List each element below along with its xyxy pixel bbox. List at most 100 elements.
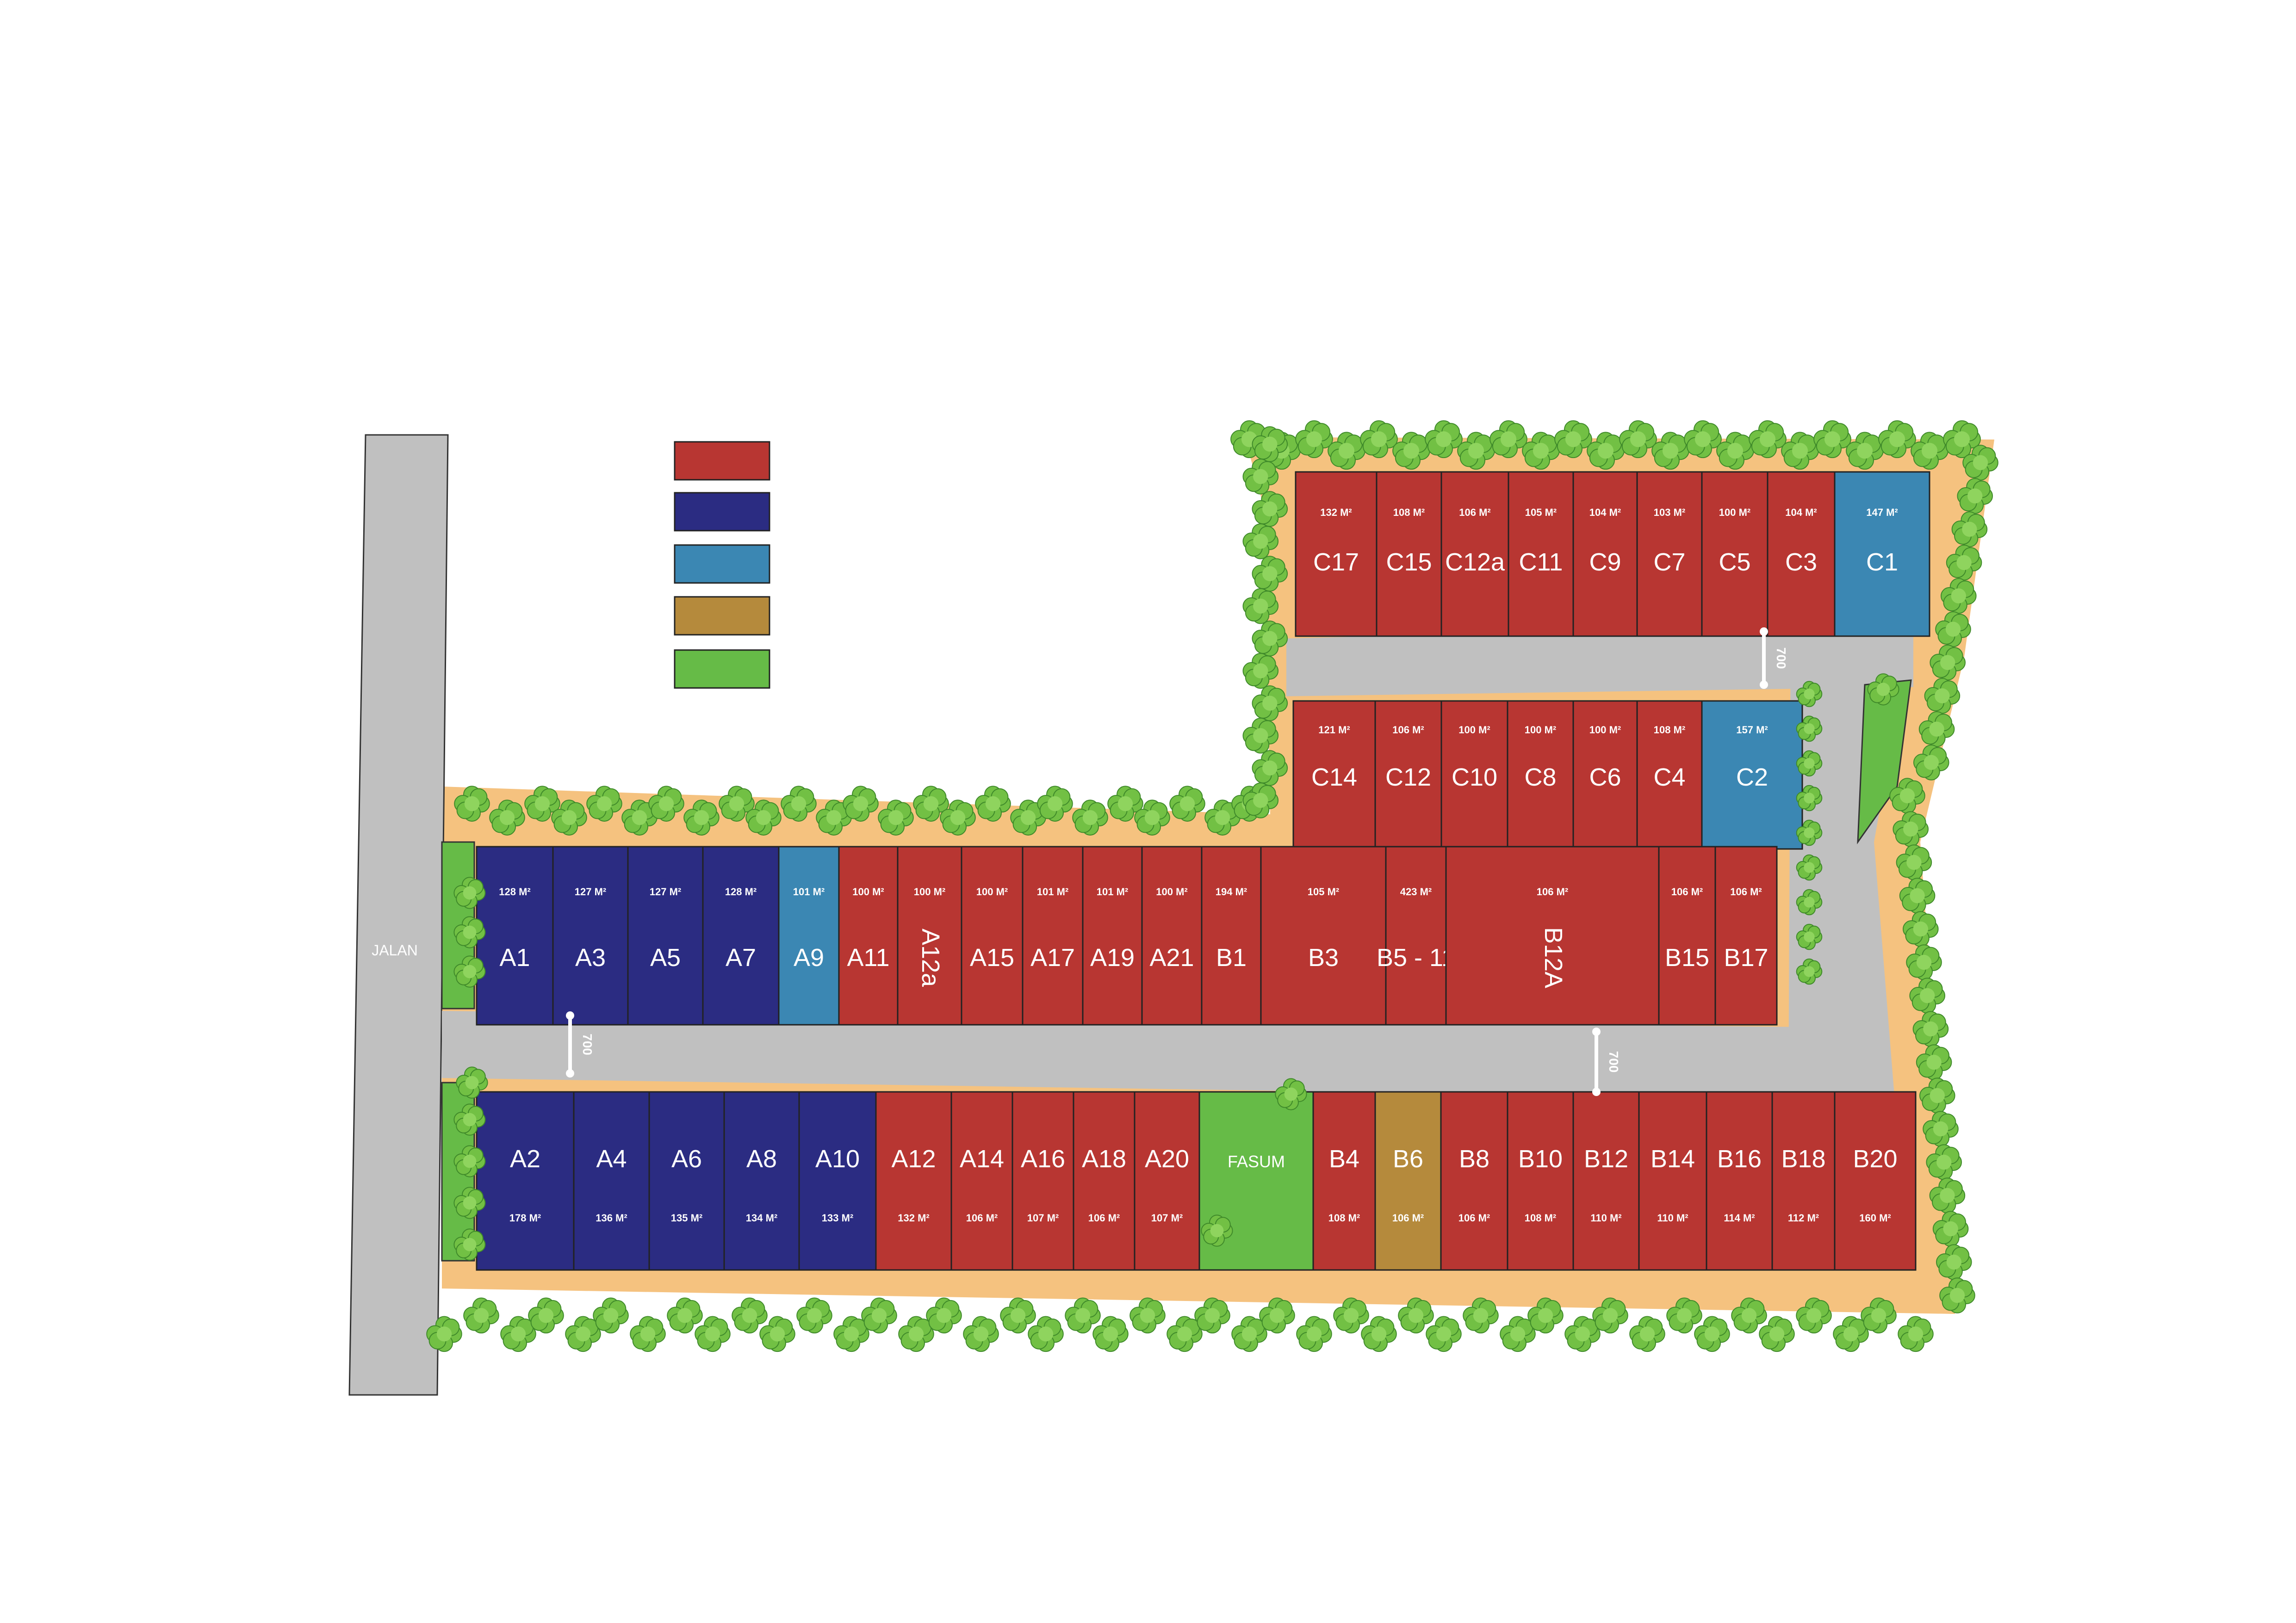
lot-a8-label: A8: [746, 1145, 777, 1173]
lot-a20-label: A20: [1145, 1145, 1189, 1173]
lot-a6-label: A6: [671, 1145, 702, 1173]
tree-crown: [1630, 431, 1646, 447]
lot-a1-plot: [476, 846, 554, 1026]
lot-b12a-area: 106 M²: [1537, 886, 1568, 898]
tree-icon: [1457, 432, 1495, 470]
lot-a4-area: 136 M²: [596, 1212, 627, 1224]
lot-c7-area: 103 M²: [1654, 507, 1685, 518]
tree-icon: [1252, 491, 1288, 527]
lot-b14-label: B14: [1651, 1145, 1695, 1173]
tree-crown: [1204, 1308, 1220, 1323]
tree-icon: [1037, 786, 1073, 822]
tree-icon: [1911, 432, 1948, 470]
tree-crown: [1935, 688, 1950, 704]
lot-b14-plot: [1638, 1091, 1707, 1271]
lot-a7-area: 128 M²: [725, 886, 757, 898]
tree-crown: [1662, 443, 1679, 459]
lot-b12a-label: B12A: [1539, 927, 1567, 988]
tree-crown: [1759, 431, 1776, 447]
tree-icon: [1912, 1011, 1949, 1047]
tree-icon: [489, 799, 525, 836]
tree-crown: [950, 810, 966, 825]
lot-fasum-label: FASUM: [1228, 1152, 1285, 1171]
tree-crown: [463, 1196, 477, 1210]
trees-layer: [426, 420, 1998, 1352]
lot-a21-area: 100 M²: [1156, 886, 1187, 898]
dimension-end: [1592, 1088, 1601, 1096]
tree-icon: [1651, 432, 1689, 470]
lot-b14-area: 110 M²: [1657, 1212, 1688, 1224]
lot-c4-plot: [1636, 700, 1703, 850]
dimension-end: [1760, 681, 1768, 689]
tree-icon: [1242, 523, 1279, 559]
lot-b12-area: 110 M²: [1590, 1212, 1621, 1224]
tree-crown: [1306, 431, 1322, 447]
tree-icon: [453, 916, 486, 948]
tree-icon: [1242, 782, 1279, 818]
tree-icon: [524, 786, 560, 822]
tree-crown: [1408, 1308, 1424, 1323]
lot-c3-label: C3: [1785, 548, 1817, 576]
tree-crown: [1038, 1326, 1054, 1342]
lot-c15-plot: [1376, 471, 1442, 637]
tree-crown: [1973, 455, 1988, 471]
tree-icon: [1896, 844, 1932, 880]
tree-crown: [1602, 1308, 1618, 1323]
tree-crown: [1929, 721, 1944, 737]
lot-a17-label: A17: [1030, 944, 1075, 972]
lot-c10-label: C10: [1452, 763, 1497, 791]
tree-icon: [1259, 1297, 1295, 1334]
lot-a15: A15 100 M²: [961, 846, 1024, 1026]
tree-icon: [1252, 750, 1288, 786]
lot-c3-plot: [1767, 471, 1836, 637]
tree-icon: [833, 1316, 869, 1352]
tree-crown: [603, 1308, 619, 1323]
legend-swatch-4: [674, 596, 770, 636]
lot-a14-area: 106 M²: [966, 1212, 998, 1224]
lot-b12-label: B12: [1584, 1145, 1628, 1173]
lot-a3-plot: [552, 846, 629, 1026]
tree-crown: [888, 810, 904, 825]
lot-a15-plot: [961, 846, 1024, 1026]
legend-swatch-1: [674, 441, 770, 481]
lot-a15-area: 100 M²: [976, 886, 1008, 898]
lot-a18-plot: [1073, 1091, 1136, 1271]
tree-crown: [1262, 760, 1278, 776]
lot-a16-plot: [1011, 1091, 1074, 1271]
tree-crown: [596, 796, 612, 812]
tree-crown: [1075, 1308, 1091, 1323]
lot-c8-area: 100 M²: [1525, 724, 1556, 736]
lot-b3-area: 105 M²: [1308, 886, 1339, 898]
tree-crown: [1804, 688, 1815, 700]
lot-a12a-plot: [897, 846, 962, 1026]
lot-a11-area: 100 M²: [852, 886, 884, 898]
tree-icon: [1902, 911, 1939, 947]
tree-icon: [1619, 420, 1657, 458]
lot-c1-plot: [1834, 471, 1930, 637]
tree-crown: [1510, 1326, 1526, 1342]
lot-b20-label: B20: [1853, 1145, 1897, 1173]
tree-icon: [683, 799, 720, 836]
lot-b1-label: B1: [1216, 944, 1247, 972]
lot-a15-label: A15: [970, 944, 1014, 972]
tree-crown: [1103, 1326, 1118, 1342]
tree-icon: [1489, 420, 1527, 458]
tree-icon: [1833, 1316, 1869, 1352]
road-label-jalan: JALAN: [372, 942, 418, 959]
lot-c12a-area: 106 M²: [1459, 507, 1490, 518]
lot-a6-plot: [648, 1091, 725, 1271]
tree-icon: [796, 1297, 832, 1334]
road-row-a: [442, 1011, 1807, 1099]
tree-icon: [1796, 958, 1823, 985]
tree-icon: [1028, 1316, 1064, 1352]
lot-a18-area: 106 M²: [1088, 1212, 1120, 1224]
